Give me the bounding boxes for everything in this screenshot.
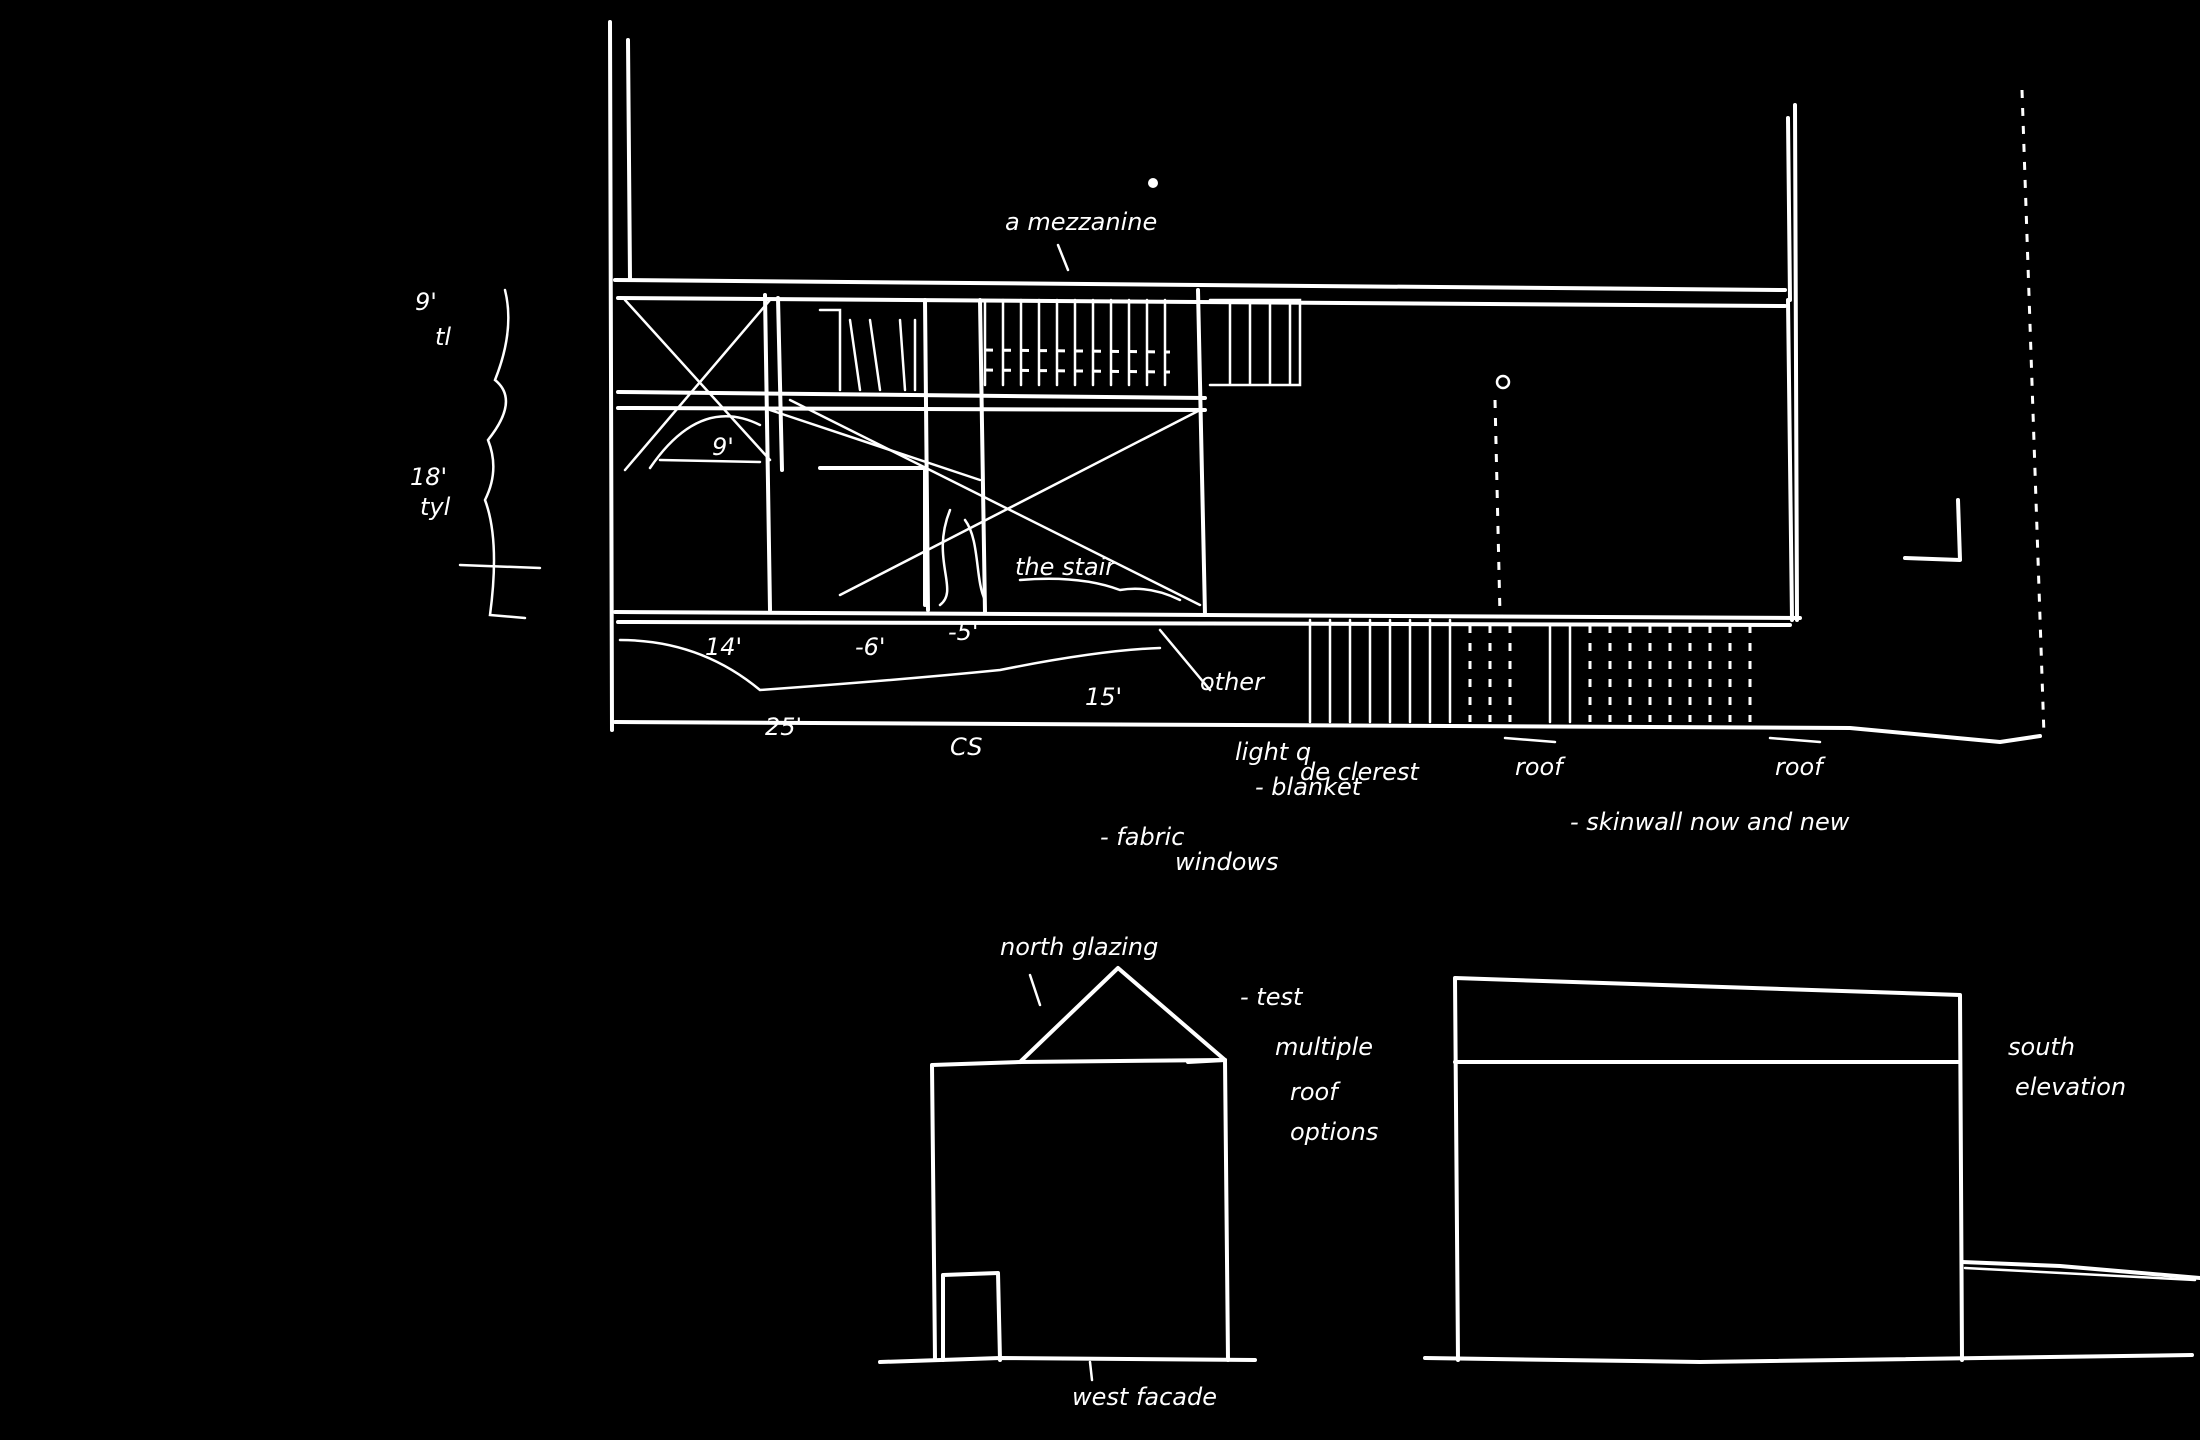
brace-4	[838, 408, 1202, 597]
note-south-1: south	[2008, 1033, 2075, 1061]
note-dim-14: 14'	[705, 633, 742, 661]
note-the-stair: the stair	[1015, 553, 1117, 581]
note-height-upper: 9'	[415, 288, 437, 316]
west-body	[930, 1058, 1230, 1362]
note-light-2: - blanket	[1255, 773, 1363, 801]
stair-zigzag	[938, 508, 987, 607]
mezzanine-floor-b	[616, 406, 1207, 412]
south-annex-b	[1963, 1266, 2197, 1282]
note-dim-6: -6'	[855, 633, 886, 661]
note-dim-15: 15'	[1085, 683, 1122, 711]
column-4	[978, 298, 987, 614]
room-curve	[648, 415, 762, 470]
note-height-lower: 18'	[410, 463, 447, 491]
corner-mark	[1903, 498, 1962, 562]
top-beam-b	[616, 296, 1787, 308]
left-tall-wall-b	[626, 38, 632, 282]
brace-2	[623, 298, 772, 472]
column-1	[763, 293, 772, 612]
lower-windows	[1308, 618, 1752, 724]
brace-5	[768, 408, 982, 482]
roof-tick-r	[1768, 736, 1822, 744]
top-beam	[613, 278, 1787, 292]
note-room-label: CS	[950, 733, 982, 761]
stair-hatch	[1018, 577, 1182, 602]
note-west-facade: west facade	[1072, 1383, 1217, 1411]
brace-1	[623, 298, 772, 462]
brace-3	[788, 398, 1202, 607]
note-north-glazing: north glazing	[1000, 933, 1158, 961]
south-elevation	[1423, 976, 2200, 1364]
note-test-1: - test	[1240, 983, 1304, 1011]
height-tick	[458, 563, 542, 570]
note-dot	[1148, 178, 1158, 188]
base-line	[613, 720, 2042, 744]
note-light-3: de clerest	[1300, 758, 1420, 786]
annotations: a mezzanine 9' tl 18' tyl 14' -6' -5' 9'…	[410, 178, 2126, 1411]
note-height-lower-sub: tyl	[420, 493, 451, 521]
mezzanine-hatch	[818, 298, 1302, 392]
note-test-2: multiple	[1275, 1033, 1373, 1061]
room-inner	[658, 458, 762, 464]
note-fold-1: - fabric	[1100, 823, 1184, 851]
height-bracket	[483, 288, 527, 620]
note-dim-9: 9'	[712, 433, 734, 461]
note-fold-2: windows	[1175, 848, 1279, 876]
note-other: other	[1200, 668, 1266, 696]
south-box	[1453, 976, 1964, 1362]
note-roof-right: roof	[1775, 753, 1826, 781]
right-tall-wall-b	[1786, 116, 1792, 302]
west-tick	[1088, 1360, 1094, 1382]
west-gable	[1018, 966, 1227, 1064]
left-tall-wall	[608, 20, 614, 732]
right-tall-wall	[1793, 103, 1799, 622]
roof-tick-l	[1503, 736, 1557, 744]
note-south-2: elevation	[2015, 1073, 2126, 1101]
note-light-1: light q	[1235, 738, 1311, 766]
west-elevation	[878, 966, 1257, 1382]
glazing-arrow	[1028, 973, 1042, 1007]
ground-floor-line-b	[616, 620, 1792, 627]
south-annex	[1960, 1260, 2200, 1280]
column-2	[776, 296, 784, 472]
mezzanine-floor	[616, 390, 1207, 400]
south-ground	[1423, 1353, 2194, 1364]
note-skinwall: - skinwall now and new	[1570, 808, 1850, 836]
note-test-4: options	[1290, 1118, 1378, 1146]
section-drawing	[458, 20, 2046, 744]
note-dim-25: 25'	[765, 713, 802, 741]
dimension-line	[618, 638, 1162, 692]
ground-floor-line	[613, 610, 1802, 620]
note-test-3: roof	[1290, 1078, 1341, 1106]
pendant-line	[1493, 399, 1502, 616]
note-height-upper-sub: tl	[435, 323, 451, 351]
column-6	[1786, 298, 1794, 622]
right-dotted-wall	[2020, 89, 2046, 736]
other-arrow	[1158, 628, 1212, 692]
mezz-arrow	[1056, 243, 1070, 272]
note-dim-5: -5'	[948, 618, 979, 646]
west-door	[941, 1271, 1002, 1362]
note-mezzanine: a mezzanine	[1005, 208, 1157, 236]
pendant-light	[1495, 374, 1511, 390]
note-roof-left: roof	[1515, 753, 1566, 781]
west-gable-base	[1018, 1058, 1227, 1064]
room-box	[818, 466, 927, 607]
column-3	[923, 298, 930, 612]
column-5	[1196, 288, 1207, 617]
